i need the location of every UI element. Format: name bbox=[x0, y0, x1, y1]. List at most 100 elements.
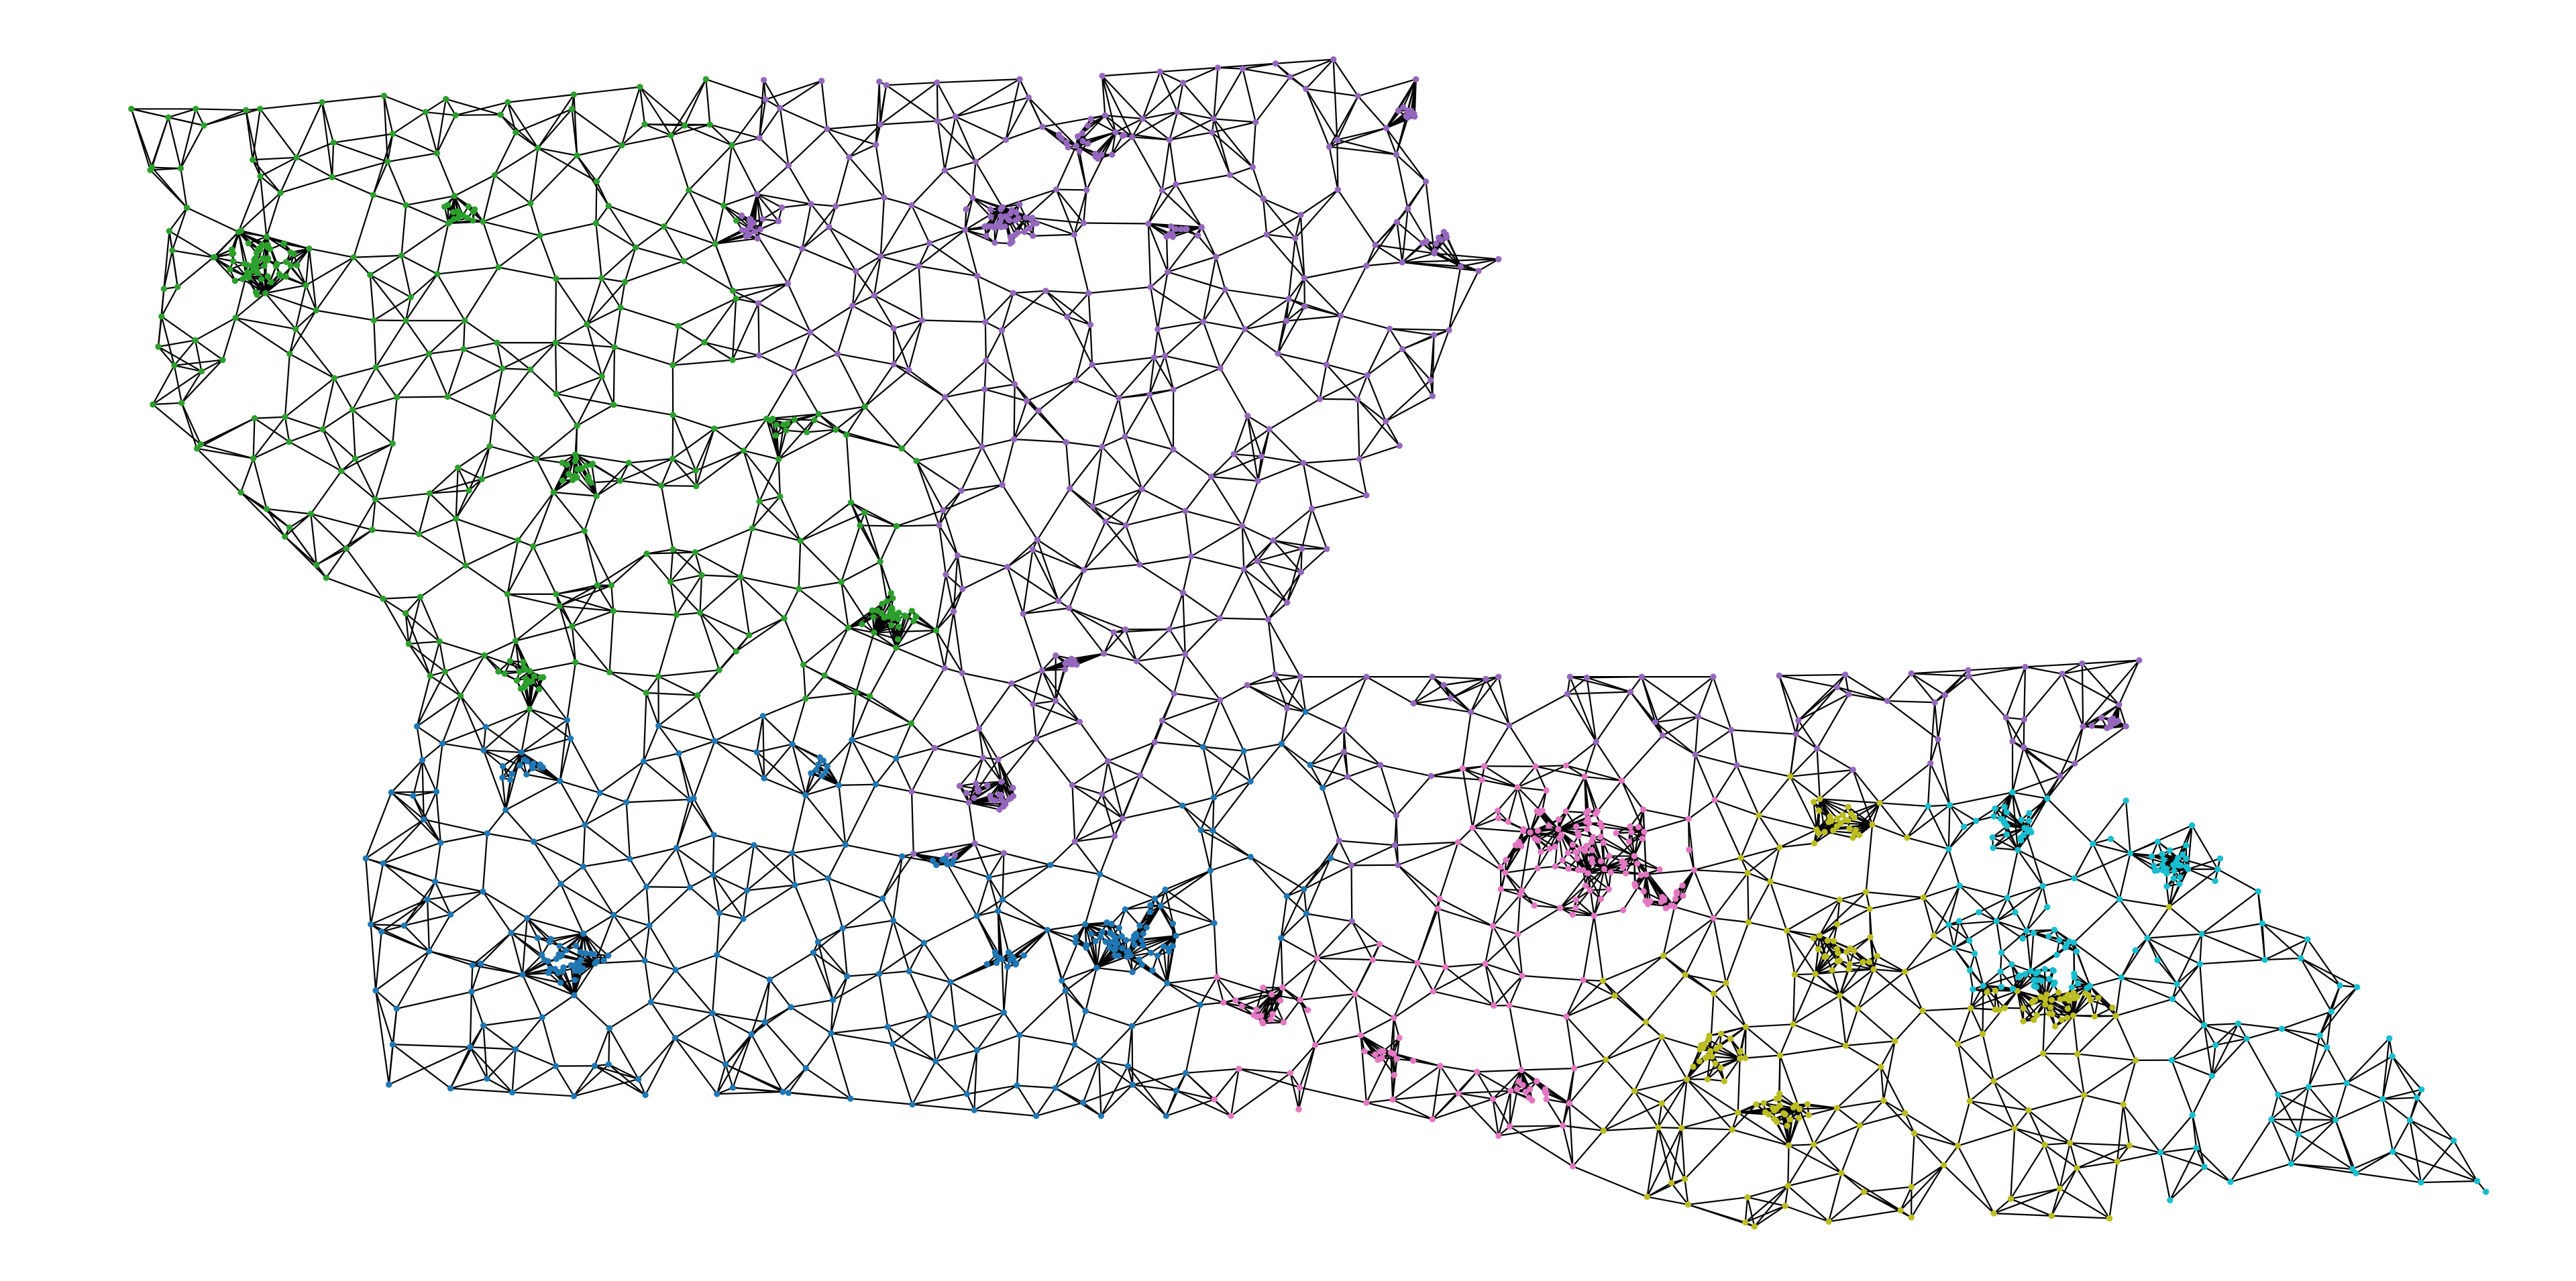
graph-edge bbox=[152, 402, 182, 406]
graph-edge bbox=[533, 841, 561, 885]
graph-edge bbox=[1169, 140, 1177, 185]
graph-edge bbox=[1886, 673, 1912, 702]
graph-edge bbox=[1957, 1127, 2015, 1147]
graph-edge bbox=[1492, 1098, 1511, 1127]
graph-edge bbox=[1182, 592, 1220, 619]
graph-edge bbox=[447, 349, 465, 397]
graph-edge bbox=[794, 353, 838, 373]
graph-edge bbox=[1440, 239, 1462, 267]
graph-edge bbox=[158, 346, 175, 366]
graph-edge bbox=[714, 740, 765, 779]
graph-edge bbox=[716, 1091, 783, 1095]
graph-edge bbox=[1224, 289, 1246, 330]
graph-edge bbox=[842, 897, 883, 930]
graph-edge bbox=[1242, 68, 1256, 123]
graph-edge bbox=[511, 917, 528, 934]
graph-edge bbox=[421, 760, 425, 820]
graph-edge bbox=[985, 330, 1003, 361]
graph-edge bbox=[1277, 306, 1305, 354]
graph-edge bbox=[724, 1034, 752, 1065]
graph-edge bbox=[945, 555, 959, 575]
graph-edge bbox=[2171, 998, 2205, 1026]
graph-edge bbox=[1199, 977, 1218, 1005]
graph-edge bbox=[442, 742, 484, 751]
graph-edge bbox=[482, 221, 500, 268]
graph-edge bbox=[392, 111, 427, 135]
graph-edge bbox=[663, 225, 716, 245]
graph-edge bbox=[382, 598, 407, 614]
graph-edge bbox=[1714, 765, 1737, 801]
graph-edge bbox=[972, 197, 991, 217]
graph-edge bbox=[1242, 525, 1274, 541]
graph-edge bbox=[1670, 1182, 1689, 1205]
graph-edge bbox=[365, 857, 436, 883]
graph-edge bbox=[1366, 1102, 1433, 1120]
graph-edge bbox=[2346, 1082, 2383, 1100]
graph-edge bbox=[1747, 846, 1780, 874]
graph-edge bbox=[1819, 935, 1841, 961]
graph-edge bbox=[498, 266, 557, 280]
graph-edge bbox=[1203, 321, 1245, 330]
graph-edge bbox=[1630, 832, 1635, 856]
graph-edge bbox=[2168, 906, 2202, 935]
graph-edge bbox=[911, 791, 969, 803]
graph-edge bbox=[2147, 906, 2170, 939]
graph-edge bbox=[152, 404, 201, 445]
graph-edge bbox=[455, 518, 519, 541]
graph-edge bbox=[370, 863, 384, 925]
graph-edge bbox=[435, 791, 441, 843]
graph-edge bbox=[576, 477, 597, 497]
graph-edge bbox=[1813, 1144, 1842, 1174]
graph-edge bbox=[1200, 830, 1212, 871]
graph-edge bbox=[1244, 320, 1287, 330]
graph-edge bbox=[2147, 938, 2178, 985]
graph-edge bbox=[2270, 1119, 2292, 1164]
graph-edge bbox=[502, 752, 523, 779]
graph-edge bbox=[1167, 983, 1201, 1006]
graph-edge bbox=[1379, 943, 1418, 964]
graph-edge bbox=[643, 753, 680, 763]
graph-edge bbox=[1214, 1068, 1240, 1100]
graph-edge bbox=[1380, 764, 1432, 777]
graph-edge bbox=[1329, 146, 1397, 156]
graph-edge bbox=[405, 612, 431, 677]
graph-edge bbox=[658, 694, 698, 726]
graph-edge bbox=[512, 1091, 574, 1097]
graph-edge bbox=[1267, 619, 1276, 675]
graph-edge bbox=[1393, 991, 1434, 1019]
graph-edge bbox=[322, 429, 342, 471]
graph-edge bbox=[1019, 1034, 1075, 1046]
graph-edge bbox=[529, 148, 539, 204]
graph-edge bbox=[643, 725, 659, 762]
graph-edge bbox=[1035, 1087, 1057, 1117]
graph-edge bbox=[425, 98, 447, 113]
graph-edge bbox=[1019, 990, 1066, 1036]
graph-edge bbox=[1389, 328, 1403, 350]
graph-edge bbox=[1007, 539, 1038, 568]
graph-edge bbox=[657, 725, 680, 755]
graph-edge bbox=[1273, 508, 1313, 541]
graph-edge bbox=[788, 1068, 807, 1094]
graph-edge bbox=[421, 759, 437, 792]
graph-edge bbox=[1848, 693, 1888, 702]
graph-edge bbox=[1432, 966, 1446, 992]
graph-edge bbox=[1256, 548, 1302, 562]
graph-edge bbox=[798, 541, 802, 590]
graph-edge bbox=[749, 617, 785, 636]
graph-edge bbox=[482, 221, 541, 237]
graph-edge bbox=[812, 952, 834, 1001]
graph-edge bbox=[756, 751, 806, 796]
graph-edge bbox=[1570, 676, 1631, 693]
graph-edge bbox=[1246, 415, 1263, 457]
graph-edge bbox=[1788, 1144, 1814, 1147]
graph-edge bbox=[435, 881, 484, 893]
graph-edge bbox=[235, 317, 296, 330]
graph-edge bbox=[2246, 1027, 2282, 1040]
graph-edge bbox=[1125, 488, 1143, 526]
graph-edge bbox=[455, 467, 459, 519]
graph-edge bbox=[790, 999, 833, 1008]
graph-edge bbox=[645, 1038, 676, 1096]
graph-edge bbox=[1061, 924, 1086, 981]
graph-edge bbox=[2051, 1215, 2110, 1219]
graph-edge bbox=[883, 617, 897, 649]
